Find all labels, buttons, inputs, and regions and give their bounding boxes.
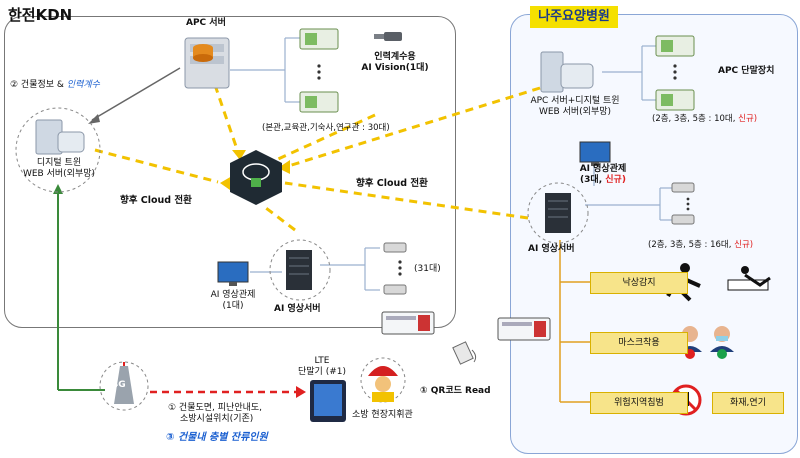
cloud-lock-icon <box>230 150 282 205</box>
hosp-cam-count: (2층, 3층, 5층 : 16대, 신규) <box>648 240 753 251</box>
kdn-device-count: (본관,교육관,기숙사,연구관 : 30대) <box>262 123 390 133</box>
hosp-ai-server-label: AI 영상서버 <box>528 244 575 254</box>
ai-vision-camera-icon <box>374 32 402 41</box>
hospital-apc-twin-server-icon <box>540 51 594 93</box>
building-info-text: ② 건물정보 & <box>10 80 67 90</box>
hosp-ai-monitor-label: AI 영상관제 (3대, 신규) <box>568 164 638 186</box>
people-counting-label: 인력계수용 AI Vision(1대) <box>360 52 430 74</box>
lte-tablet-icon <box>310 380 346 422</box>
hosp-cloud-transition: 향후 Cloud 전환 <box>356 178 428 189</box>
hospital-ai-server-icon <box>527 182 589 244</box>
twin-line1: 디지털 트윈 <box>36 158 82 168</box>
hosp-apc-twin-line1: APC 서버+디지털 트윈 <box>530 96 620 106</box>
cctv-camera-icon <box>383 242 407 295</box>
dash-twin-cloud <box>94 148 219 184</box>
hospital-apc-terminal-icon <box>655 35 695 111</box>
4g-tower-icon <box>99 361 149 411</box>
kdn-ai-monitor-line1: AI 영상관제 <box>210 290 256 300</box>
hosp-apc-count: (2층, 3층, 5층 : 10대, 신규) <box>652 114 757 125</box>
kdn-region <box>4 16 456 328</box>
hosp-cam-new: 신규) <box>734 240 754 250</box>
people-counting-line2: AI Vision(1대) <box>361 63 429 73</box>
twin-server-label: 디지털 트윈 WEB 서버(외부망) <box>18 158 100 180</box>
hosp-ai-monitor-line2: (3대, 신규) <box>568 175 638 186</box>
qr-read-label: ① QR코드 Read <box>420 386 491 396</box>
kdn-camera-count: (31대) <box>414 264 441 274</box>
dash-right-cloud <box>275 113 376 162</box>
hospital-ai-monitor-icon <box>579 141 611 166</box>
dash-apc-cloud <box>213 84 242 159</box>
info-line1: ① 건물도면, 피난안내도, <box>168 403 263 413</box>
kdn-title: 한전KDN <box>8 6 73 24</box>
hosp-apc-twin-line2: WEB 서버(외부망) <box>538 107 612 117</box>
hosp-ai-monitor-line1: AI 영상관제 <box>579 164 627 174</box>
hosp-ai-monitor-count: (3대, <box>580 175 606 185</box>
twin-line2: WEB 서버(외부망) <box>22 169 96 179</box>
mask-detection-badge: 마스크착용 <box>590 332 688 354</box>
apc-server-icon <box>184 37 230 89</box>
info-line2: 소방시설위치(기존) <box>180 414 254 424</box>
kdn-cloud-transition: 향후 Cloud 전환 <box>120 195 192 206</box>
fall-detection-badge: 낙상감지 <box>590 272 688 294</box>
hosp-apc-count-text: (2층, 3층, 5층 : 10대, <box>652 114 739 124</box>
dash-hospapc-cloud <box>281 86 541 170</box>
id-card-icon <box>381 311 435 335</box>
hosp-apc-new: 신규) <box>738 114 758 124</box>
dash-aiserver-cloud <box>261 203 296 232</box>
hosp-cam-count-text: (2층, 3층, 5층 : 16대, <box>648 240 735 250</box>
building-info-label: ② 건물정보 & 인력계수 <box>10 80 100 91</box>
remaining-people-label: ③ 건물내 층별 잔류인원 <box>166 432 268 443</box>
hospital-id-card-icon <box>497 317 551 341</box>
hospital-title: 나주요양병원 <box>530 6 618 28</box>
kdn-ai-server-label: AI 영상서버 <box>274 304 321 314</box>
kdn-ai-monitor-line2: (1대) <box>222 301 244 311</box>
people-counting-line1: 인력계수용 <box>374 52 416 62</box>
arrowhead-2 <box>220 176 232 190</box>
arrowhead-1 <box>232 150 246 160</box>
apc-server-label: APC 서버 <box>186 18 226 28</box>
hosp-apc-terminal-label: APC 단말장치 <box>718 66 775 76</box>
hospital-cctv-icon <box>671 182 695 225</box>
fire-commander-label: 소방 현장지휘관 <box>352 410 413 420</box>
hosp-apc-twin-label: APC 서버+디지털 트윈 WEB 서버(외부망) <box>515 96 635 118</box>
kdn-ai-monitor-label: AI 영상관제 (1대) <box>198 290 268 312</box>
lte-label: LTE 단말기 (#1) <box>292 356 352 378</box>
arrowhead-3 <box>278 160 290 174</box>
qr-hand-icon <box>452 341 477 365</box>
lte-line1: LTE <box>314 356 330 366</box>
hosp-ai-monitor-new: 신규) <box>605 175 626 185</box>
arrowhead-gray <box>88 114 100 124</box>
building-drawing-info: ① 건물도면, 피난안내도, 소방시설위치(기존) <box>168 403 262 425</box>
fire-smoke-badge: 화재,연기 <box>712 392 784 414</box>
danger-zone-badge: 위험지역침범 <box>590 392 688 414</box>
digital-twin-server-icon <box>15 107 101 193</box>
ai-monitor-icon <box>217 261 249 286</box>
network-label: 4G <box>112 380 126 390</box>
lte-line2: 단말기 (#1) <box>298 367 346 377</box>
building-info-emphasis: 인력계수 <box>66 80 100 90</box>
arrow-apc-twin <box>91 67 181 121</box>
apc-terminal-icon <box>299 28 339 113</box>
ai-video-server-icon <box>269 239 331 301</box>
fire-commander-icon <box>360 357 406 403</box>
